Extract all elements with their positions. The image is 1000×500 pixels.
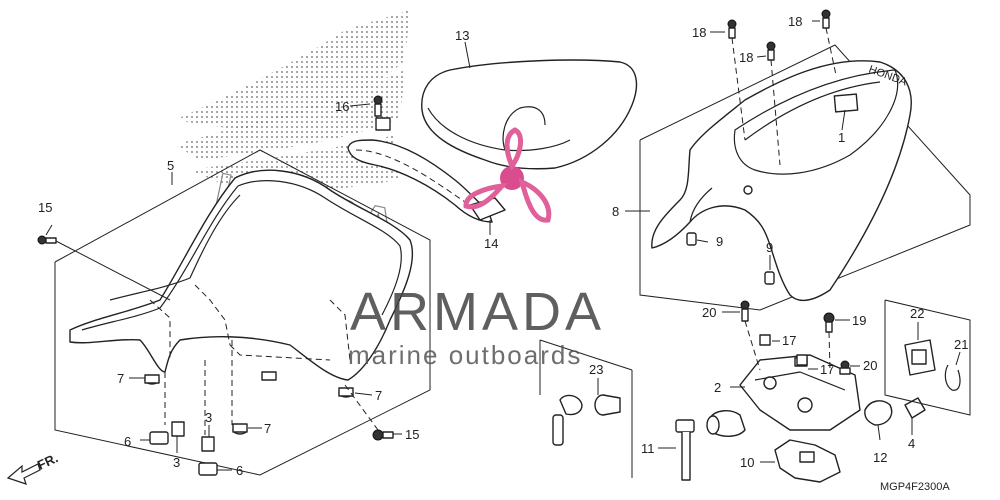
callout-2: 2 (714, 380, 721, 395)
leader-lines (45, 20, 961, 471)
callout-21: 21 (954, 337, 968, 352)
front-direction-label: FR. (35, 450, 60, 472)
seat-lock-cylinder (675, 410, 746, 481)
callout-14: 14 (484, 236, 498, 251)
grommet-9-a (686, 232, 697, 246)
drawing-code: MGP4F2300A (880, 481, 950, 493)
callout-19: 19 (852, 313, 866, 328)
callout-22: 22 (910, 306, 924, 321)
callout-17-a: 17 (782, 333, 796, 348)
screw-18-a (727, 19, 737, 39)
key-set (539, 339, 633, 478)
collar-17-b (796, 354, 808, 366)
callout-8: 8 (612, 204, 619, 219)
grommet-9-b (764, 271, 775, 285)
callout-4: 4 (908, 436, 915, 451)
callout-12: 12 (873, 450, 887, 465)
callout-7-right: 7 (375, 388, 382, 403)
bolt-20-a (740, 300, 750, 322)
clip-3-left (171, 421, 185, 437)
bolt-20-b (839, 360, 851, 375)
spring-4 (904, 397, 926, 419)
cushion-7-right (338, 387, 354, 398)
cushion-7-mid (232, 423, 248, 435)
callout-7-mid: 7 (264, 421, 271, 436)
callout-13: 13 (455, 28, 469, 43)
cable-end-12 (864, 400, 893, 426)
callout-10: 10 (740, 455, 754, 470)
callout-18-a: 18 (692, 25, 706, 40)
callout-1: 1 (838, 130, 845, 145)
callout-15-lower: 15 (405, 427, 419, 442)
callout-15-upper: 15 (38, 200, 52, 215)
bolt-16 (373, 95, 383, 117)
bolt-19 (823, 312, 835, 333)
callout-5: 5 (167, 158, 174, 173)
pad-6-left (149, 431, 169, 445)
cable-holder-22 (904, 339, 936, 376)
callout-7-left: 7 (117, 371, 124, 386)
watermark-subtitle: marine outboards (348, 340, 582, 370)
callout-3-left: 3 (173, 455, 180, 470)
callout-16: 16 (335, 99, 349, 114)
front-arrow-icon (6, 463, 41, 485)
callout-17-b: 17 (820, 362, 834, 377)
front-seat-hardware (37, 235, 394, 476)
bolt-15-lower (372, 429, 394, 441)
seat-cowl: HONDA (639, 44, 971, 311)
screw-18-b (821, 9, 831, 29)
seat-lock-assembly (739, 300, 861, 431)
watermark-title: ARMADA (350, 282, 605, 342)
callout-labels: 1 2 3 3 4 5 6 6 7 7 7 8 9 9 10 11 12 13 … (38, 14, 968, 478)
screw-18-c (766, 41, 776, 61)
callout-18-b: 18 (788, 14, 802, 29)
cushion-7-left (144, 374, 160, 385)
callout-20-a: 20 (702, 305, 716, 320)
front-seat (54, 149, 431, 476)
callout-6-left: 6 (124, 434, 131, 449)
callout-6-right: 6 (236, 463, 243, 478)
front-direction-indicator: FR. (6, 450, 60, 485)
passenger-seat (421, 59, 638, 170)
armada-watermark-logo (463, 127, 552, 223)
callout-9-a: 9 (716, 234, 723, 249)
callout-3-right: 3 (205, 410, 212, 425)
callout-20-b: 20 (863, 358, 877, 373)
bolt-15-upper (37, 235, 57, 245)
clip-3-right (201, 436, 215, 452)
clip-21 (944, 364, 961, 391)
cable-guide (774, 439, 841, 483)
collar-17-a (759, 334, 771, 346)
callout-11: 11 (641, 441, 655, 456)
callout-9-b: 9 (766, 240, 773, 255)
callout-23: 23 (589, 362, 603, 377)
callout-18-c: 18 (739, 50, 753, 65)
watermark: ARMADA marine outboards (348, 282, 605, 370)
pad-6-right (198, 462, 218, 476)
